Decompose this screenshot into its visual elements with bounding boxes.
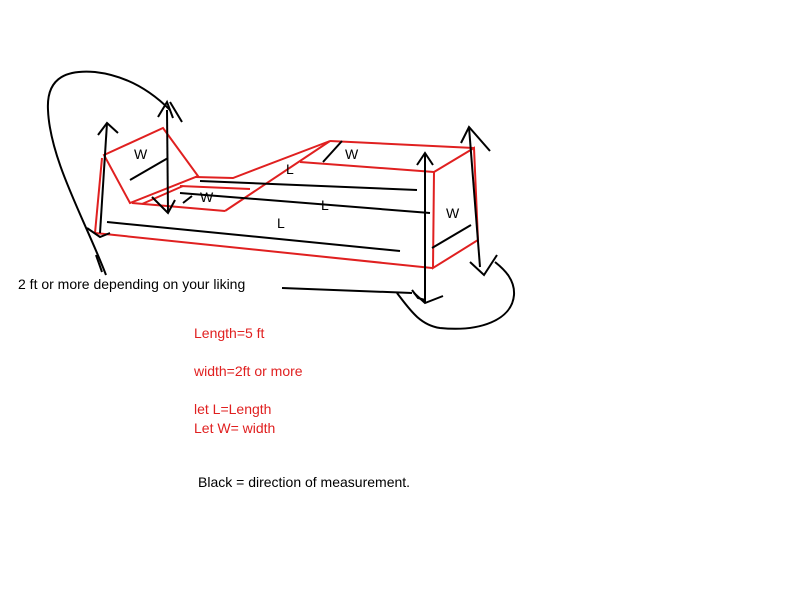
width-line-slope (182, 195, 193, 204)
pointer-tick (411, 289, 426, 301)
slope-inner (224, 140, 331, 212)
red-outline (94, 126, 480, 270)
note-width: width=2ft or more (194, 363, 303, 379)
loop-left (46, 70, 171, 276)
width-line-top (322, 140, 343, 163)
slope-mid (179, 185, 251, 190)
arrow-far-right (460, 125, 498, 277)
legend-note: Black = direction of measurement. (198, 474, 411, 490)
length-line-3 (106, 221, 401, 252)
label-l-slope: L (286, 161, 294, 177)
length-line-1 (199, 180, 418, 191)
slope-upper (194, 140, 331, 180)
width-line-headrest (129, 157, 169, 181)
note-let-l: let L=Length (194, 401, 272, 417)
inner-top-edge (299, 161, 435, 173)
side-note: 2 ft or more depending on your liking (18, 276, 246, 292)
arrow-left (86, 121, 119, 239)
pointer-line (281, 287, 413, 294)
headrest-face (102, 126, 200, 205)
front-left-edge (94, 157, 103, 234)
label-w-top: W (345, 146, 359, 162)
black-measurements (46, 70, 516, 330)
width-line-end (431, 224, 472, 249)
arrow-end (413, 151, 444, 305)
label-w-headrest: W (134, 146, 148, 162)
label-w-end: W (446, 205, 460, 221)
label-l-middle: L (321, 197, 329, 213)
slope-bottom (131, 202, 226, 212)
note-length: Length=5 ft (194, 325, 265, 341)
length-line-2 (179, 192, 431, 214)
top-back-edge (329, 140, 475, 149)
dimension-labels: W W W W L L L (134, 146, 460, 231)
loop-right (396, 261, 516, 330)
note-let-w: Let W= width (194, 420, 276, 436)
arrow-headrest (151, 99, 183, 215)
front-bottom-edge (94, 232, 433, 269)
slope-lower (141, 185, 184, 205)
tick-left (95, 254, 103, 273)
label-w-slope: W (200, 189, 214, 205)
label-l-front: L (277, 215, 285, 231)
